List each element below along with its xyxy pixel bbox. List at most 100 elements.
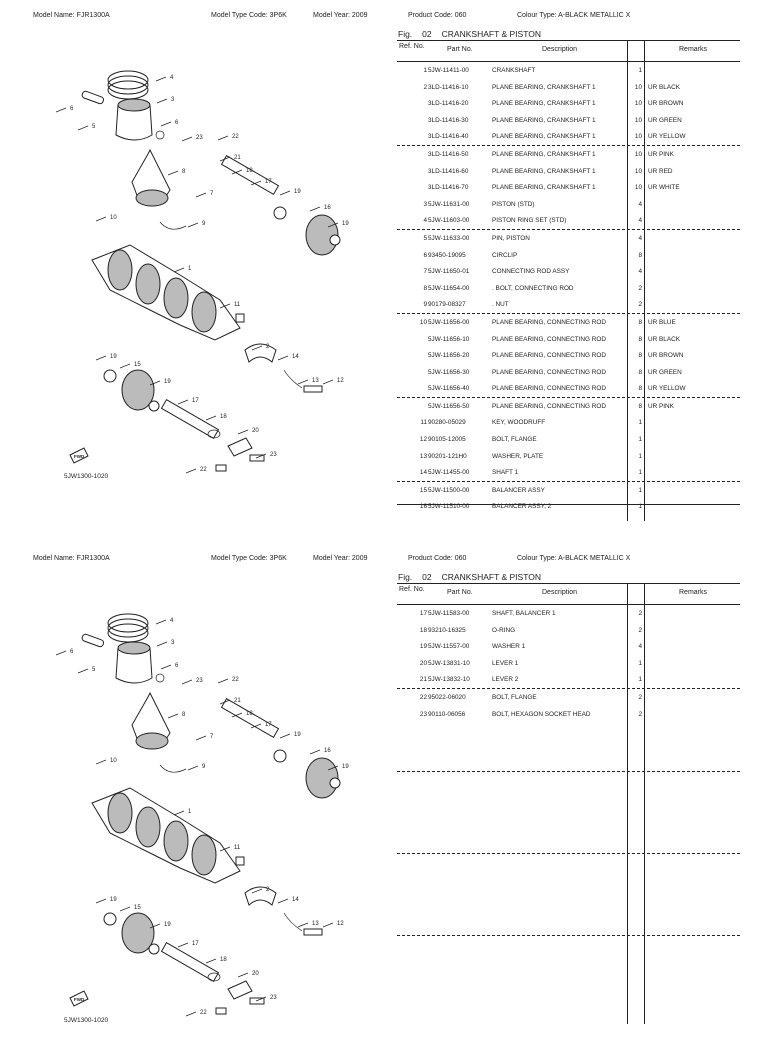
description: BALANCER ASSY — [492, 486, 545, 494]
callout-leader — [185, 1011, 197, 1017]
description: LEVER 2 — [492, 676, 519, 684]
ref-number: 10 — [419, 318, 427, 326]
callout-number: 19 — [294, 189, 301, 195]
table-header: Ref. No. Part No. Description Remarks — [397, 583, 740, 605]
callout-leader — [95, 355, 107, 361]
fwd-label: FWD — [74, 997, 85, 1002]
callout-number: 11 — [234, 302, 241, 308]
callout-leader — [181, 136, 193, 142]
quantity: 4 — [638, 643, 642, 651]
description: BOLT, HEXAGON SOCKET HEAD — [492, 710, 591, 718]
callout-leader — [322, 922, 334, 928]
callout-leader — [217, 135, 229, 141]
callout-leader — [173, 267, 185, 273]
row-group-separator — [397, 771, 740, 772]
remarks: UR BROWN — [648, 100, 684, 108]
catalog-page-1: Model Name: FJR1300A Model Type Code: 3P… — [0, 0, 768, 521]
model-name: Model Name: FJR1300A — [33, 555, 110, 562]
description: PLANE BEARING, CRANKSHAFT 1 — [492, 83, 596, 91]
callout-leader — [119, 906, 131, 912]
part-number: 5JW-11557-00 — [428, 643, 470, 651]
callout-leader — [297, 922, 309, 928]
callout-leader — [119, 363, 131, 369]
callout-number: 6 — [70, 649, 74, 655]
circlip — [155, 673, 165, 683]
callout-leader — [195, 735, 207, 741]
diagram-code: 5JW1300-1020 — [64, 1017, 109, 1024]
callout-number: 2 — [266, 887, 270, 893]
washer — [329, 777, 341, 789]
quantity: 10 — [634, 167, 642, 175]
rod-big-end — [135, 189, 169, 207]
piston-pin — [81, 90, 105, 105]
ref-number: 3 — [423, 200, 427, 208]
ref-number: 7 — [423, 268, 427, 276]
ref-number: 4 — [423, 217, 427, 225]
socket-bolt — [249, 997, 265, 1005]
colour-type: Colour Type: A-BLACK METALLIC X — [517, 12, 631, 19]
col-remarks: Remarks — [679, 46, 708, 53]
ref-number: 8 — [423, 284, 427, 292]
ref-number: 1 — [423, 67, 427, 74]
quantity: 4 — [638, 200, 642, 208]
callout-number: 2 — [266, 344, 270, 350]
callout-number: 7 — [210, 734, 214, 740]
callout-leader — [155, 619, 167, 625]
part-number: 5JW-11633-00 — [428, 234, 470, 242]
callout-leader — [251, 888, 263, 894]
part-number: 5JW-11656-20 — [428, 352, 470, 360]
quantity: 10 — [634, 100, 642, 108]
main-bearing — [244, 886, 277, 906]
description: PLANE BEARING, CONNECTING ROD — [492, 385, 606, 393]
callout-leader — [160, 121, 172, 127]
washer — [273, 749, 287, 763]
description: PISTON RING SET (STD) — [492, 217, 567, 225]
model-year: Model Year: 2009 — [313, 555, 368, 562]
quantity: 2 — [638, 284, 642, 292]
callout-number: 14 — [292, 354, 299, 360]
callout-number: 17 — [265, 722, 272, 728]
model-type-code: Model Type Code: 3P6K — [211, 555, 287, 562]
page-header: Model Name: FJR1300A Model Type Code: 3P… — [0, 12, 768, 24]
description: PIN, PISTON — [492, 234, 530, 242]
piston — [115, 104, 153, 141]
callout-leader — [187, 765, 199, 771]
description: PLANE BEARING, CONNECTING ROD — [492, 368, 606, 376]
ref-number: 11 — [420, 419, 427, 427]
callout-number: 4 — [170, 75, 174, 81]
remarks: UR BLACK — [648, 335, 680, 343]
callout-leader — [187, 222, 199, 228]
column-divider — [627, 40, 628, 521]
row-group-separator — [397, 853, 740, 854]
callout-number: 9 — [202, 221, 206, 227]
ref-number: 21 — [419, 676, 427, 684]
callout-leader — [167, 170, 179, 176]
callout-number: 13 — [312, 921, 319, 927]
description: PLANE BEARING, CRANKSHAFT 1 — [492, 100, 596, 108]
quantity: 2 — [638, 626, 642, 634]
ref-number: 23 — [419, 710, 427, 718]
piston-ring — [107, 80, 149, 100]
description: BOLT, FLANGE — [492, 693, 537, 701]
part-number: 5JW-11656-50 — [428, 402, 470, 410]
part-number: 5JW-11656-10 — [428, 335, 470, 343]
col-remarks: Remarks — [679, 589, 708, 596]
description: PLANE BEARING, CRANKSHAFT 1 — [492, 184, 596, 192]
ref-number: 14 — [419, 469, 427, 477]
callout-number: 8 — [182, 169, 186, 175]
balancer-shaft — [220, 697, 280, 739]
callout-number: 15 — [134, 362, 141, 368]
quantity: 10 — [634, 83, 642, 91]
callout-leader — [219, 156, 231, 162]
